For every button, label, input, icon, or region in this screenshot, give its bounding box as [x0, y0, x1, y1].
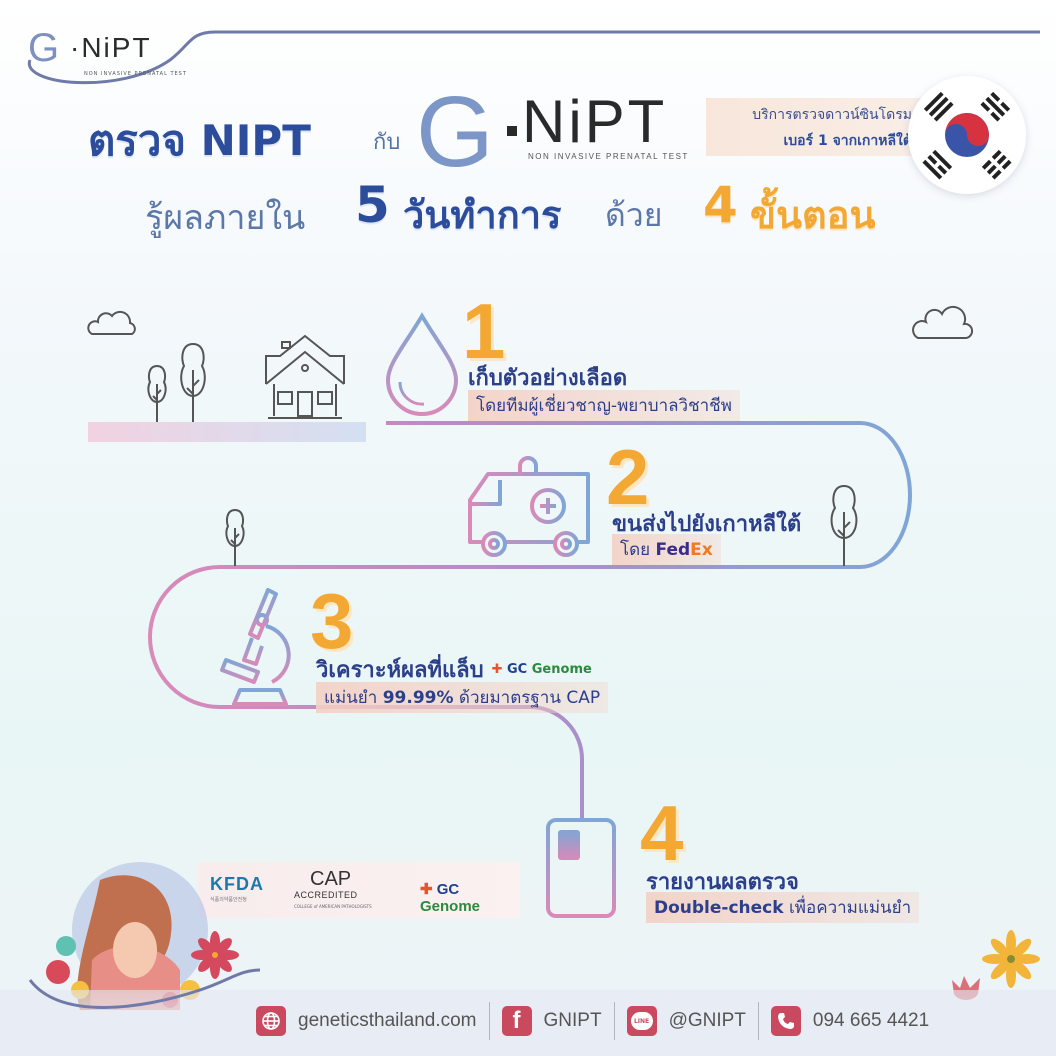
title-steps-label: ขั้นตอน: [750, 193, 876, 237]
step-3-number: 3: [310, 577, 354, 665]
step-4-for-accuracy: เพื่อความแม่นยำ: [788, 898, 912, 918]
step-3-subtitle: แม่นยำ 99.99% ด้วยมาตรฐาน CAP: [316, 682, 609, 713]
korea-badge-line1: บริการตรวจดาวน์ซินโดรม: [752, 107, 912, 123]
red-flower-icon: [191, 931, 239, 979]
step-4-number: 4: [640, 789, 684, 877]
step-2-by: โดย: [620, 540, 651, 560]
kfda-logo: KFDA: [210, 874, 264, 894]
globe-icon: [256, 1006, 286, 1036]
header-swoosh-line: [27, 30, 1040, 85]
contact-row: geneticsthailand.com f GNIPT LINE @GNIPT…: [256, 1002, 929, 1040]
gnipt-logo-g: G: [416, 76, 494, 188]
step-4-subtitle-wrap: Double-check เพื่อความแม่นยำ: [646, 892, 920, 923]
tree-icon: [225, 508, 245, 566]
step-1-number: 1: [462, 287, 506, 375]
tree-icon: [830, 484, 858, 566]
step-3-accuracy-value: 99.99%: [382, 688, 454, 708]
gc-genome-cert-logo: ✚ GC Genome: [420, 881, 481, 915]
facebook-icon: f: [501, 1006, 532, 1036]
gnipt-logo-tagline: NON INVASIVE PRENATAL TEST: [528, 152, 689, 161]
tree-icon: [147, 364, 167, 422]
phone-link[interactable]: 094 665 4421: [812, 1010, 930, 1031]
title-with-2: ด้วย: [605, 196, 663, 234]
kfda-subtitle: 식품의약품안전청: [210, 897, 247, 903]
step-1-subtitle: โดยทีมผู้เชี่ยวชาญ-พยาบาลวิชาชีพ: [468, 390, 740, 421]
step-3-subtitle-wrap: แม่นยำ 99.99% ด้วยมาตรฐาน CAP: [316, 682, 609, 713]
gc-cert-label: GC: [436, 881, 460, 898]
genome-cert-label: Genome: [420, 898, 481, 915]
cloud-icon: [912, 305, 974, 339]
korea-flag-icon: [908, 76, 1026, 194]
website-link[interactable]: geneticsthailand.com: [298, 1010, 477, 1031]
step-2-number: 2: [606, 433, 650, 521]
title-results-within: รู้ผลภายใน: [145, 198, 306, 238]
korea-badge-line2: เบอร์ 1 จากเกาหลีใต้: [783, 133, 913, 149]
ambulance-icon: [468, 456, 590, 557]
step-3-accurate: แม่นยำ: [324, 688, 378, 708]
step-2-subtitle: โดย FedEx: [612, 534, 721, 565]
step-2-subtitle-wrap: โดย FedEx: [612, 534, 721, 565]
certification-logos: KFDA 식품의약품안전청 CAP ACCREDITED COLLEGE of …: [198, 862, 520, 918]
step-1-subtitle-wrap: โดยทีมผู้เชี่ยวชาญ-พยาบาลวิชาชีพ: [468, 390, 740, 421]
title-with: กับ: [373, 130, 401, 155]
yellow-flower-icon: [982, 930, 1040, 988]
phone-icon: [770, 1006, 801, 1036]
line-icon-label: LINE: [630, 1012, 653, 1030]
step-3-title-row: วิเคราะห์ผลที่แล็บ ✚ GC Genome: [316, 652, 592, 687]
cap-logo: CAP: [310, 868, 352, 890]
step-2-title: ขนส่งไปยังเกาหลีใต้: [612, 512, 802, 537]
step-4-title: รายงานผลตรวจ: [646, 870, 799, 895]
fedex-logo-ex: Ex: [690, 540, 713, 560]
report-document-icon: [546, 818, 616, 918]
step-4-double-check: Double-check: [654, 898, 784, 918]
step-3-title: วิเคราะห์ผลที่แล็บ: [316, 658, 484, 683]
step-3-standard: ด้วยมาตรฐาน CAP: [458, 688, 601, 708]
blood-drop-icon: [385, 312, 459, 416]
genome-label: Genome: [531, 662, 592, 677]
line-app-icon: LINE: [626, 1006, 657, 1036]
gnipt-logo-small: G ·NiPT NON INVASIVE PRENATAL TEST: [22, 26, 192, 86]
logo-tagline: NON INVASIVE PRENATAL TEST: [84, 71, 187, 77]
title-days-number: 5: [355, 176, 390, 234]
title-check-nipt: ตรวจ NIPT: [88, 116, 311, 165]
facebook-link[interactable]: GNIPT: [543, 1010, 602, 1031]
title-steps-number: 4: [703, 176, 738, 234]
footer-divider: [757, 1002, 759, 1040]
cap-accredited: ACCREDITED: [294, 890, 358, 900]
korea-service-badge: บริการตรวจดาวน์ซินโดรม เบอร์ 1 จากเกาหลี…: [706, 98, 922, 156]
gc-genome-logo: ✚ GC Genome: [491, 662, 592, 677]
footer-swoosh: [28, 968, 261, 1009]
microscope-icon: [220, 588, 291, 706]
logo-text: ·NiPT: [70, 32, 152, 63]
gnipt-logo-dot: [507, 126, 517, 136]
house-icon: [265, 334, 345, 419]
gnipt-logo-text: NiPT: [522, 88, 668, 155]
tree-icon: [180, 342, 206, 422]
footer-divider: [613, 1002, 615, 1040]
logo-g: G: [28, 26, 61, 70]
step-1-title: เก็บตัวอย่างเลือด: [468, 366, 628, 391]
fedex-logo-fed: Fed: [655, 540, 691, 560]
footer-divider: [488, 1002, 490, 1040]
title-business-days: วันทำการ: [403, 193, 562, 237]
line-link[interactable]: @GNIPT: [668, 1010, 746, 1031]
cloud-icon: [87, 310, 136, 335]
cap-subtitle: COLLEGE of AMERICAN PATHOLOGISTS: [294, 904, 372, 909]
step-4-subtitle: Double-check เพื่อความแม่นยำ: [646, 892, 920, 923]
gc-label: GC: [507, 662, 528, 677]
